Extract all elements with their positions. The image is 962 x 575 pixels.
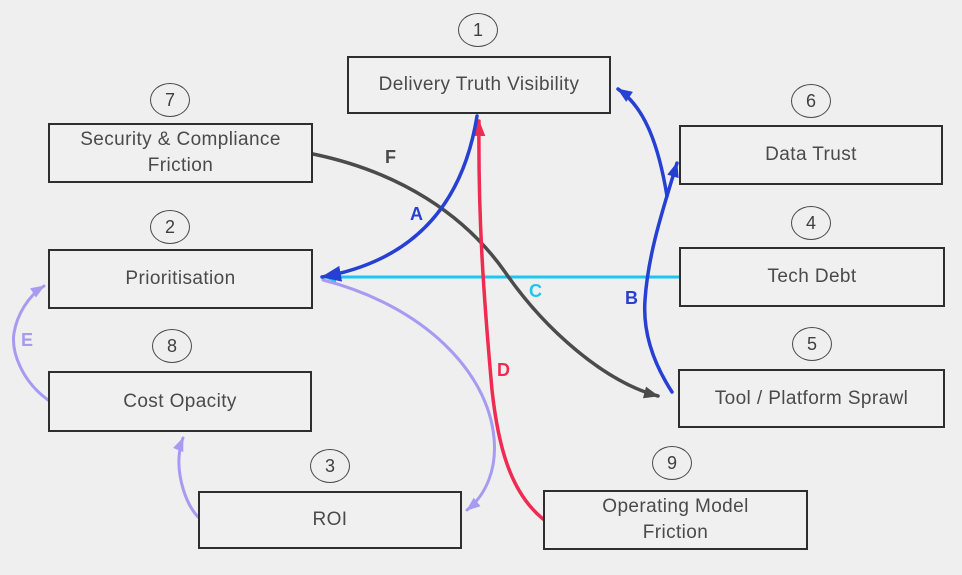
node-number-badge-3: 3 [310, 449, 350, 483]
node-cost-opacity: Cost Opacity [48, 371, 312, 432]
node-delivery-truth-visibility: Delivery Truth Visibility [347, 56, 611, 114]
edge-f-security-to-sprawl [311, 152, 660, 399]
badge-number: 6 [805, 90, 816, 111]
node-number-badge-4: 4 [791, 206, 831, 240]
edge-label-e: E [21, 330, 34, 350]
badge-number: 8 [166, 335, 177, 356]
node-label: Tech Debt [767, 266, 857, 288]
edge-label-c: C [529, 281, 543, 301]
node-label: Tool / Platform Sprawl [714, 387, 909, 409]
node-security-compliance-friction: Security & Compliance Friction [48, 123, 313, 183]
edge-label-a: A [410, 204, 424, 224]
node-tech-debt: Tech Debt [679, 247, 945, 307]
node-prioritisation: Prioritisation [48, 249, 313, 309]
node-label: Operating Model Friction [602, 496, 749, 543]
node-label: Prioritisation [125, 268, 236, 290]
edge-e-cost-opacity-to-prioritisation [12, 284, 50, 402]
edge-a-delivery-to-prioritisation [320, 114, 479, 282]
edge-data-trust-to-delivery [616, 87, 669, 198]
badge-number: 3 [324, 455, 335, 476]
edge-b-sprawl-to-data-trust [642, 161, 679, 394]
edge-roi-to-cost-opacity [173, 436, 200, 519]
node-label: Delivery Truth Visibility [378, 74, 580, 96]
node-number-badge-1: 1 [458, 13, 498, 47]
node-label: ROI [312, 509, 348, 531]
node-tool-platform-sprawl: Tool / Platform Sprawl [678, 369, 945, 428]
node-number-badge-6: 6 [791, 84, 831, 118]
node-number-badge-9: 9 [652, 446, 692, 480]
badge-number: 9 [666, 452, 677, 473]
edge-prioritisation-to-roi [321, 278, 496, 512]
badge-number: 7 [164, 89, 175, 110]
node-roi: ROI [198, 491, 462, 549]
edge-label-f: F [385, 147, 397, 167]
edge-d-operating-model-to-delivery [472, 119, 545, 521]
node-number-badge-7: 7 [150, 83, 190, 117]
edge-label-b: B [625, 288, 639, 308]
node-label: Security & Compliance Friction [80, 129, 281, 176]
node-operating-model-friction: Operating Model Friction [543, 490, 808, 550]
badge-number: 5 [806, 333, 817, 354]
badge-number: 1 [472, 19, 483, 40]
node-number-badge-8: 8 [152, 329, 192, 363]
node-data-trust: Data Trust [679, 125, 943, 185]
badge-number: 4 [805, 212, 816, 233]
edge-label-d: D [497, 360, 511, 380]
badge-number: 2 [164, 216, 175, 237]
node-label: Cost Opacity [123, 390, 237, 412]
node-number-badge-2: 2 [150, 210, 190, 244]
node-number-badge-5: 5 [792, 327, 832, 361]
node-label: Data Trust [765, 144, 857, 166]
